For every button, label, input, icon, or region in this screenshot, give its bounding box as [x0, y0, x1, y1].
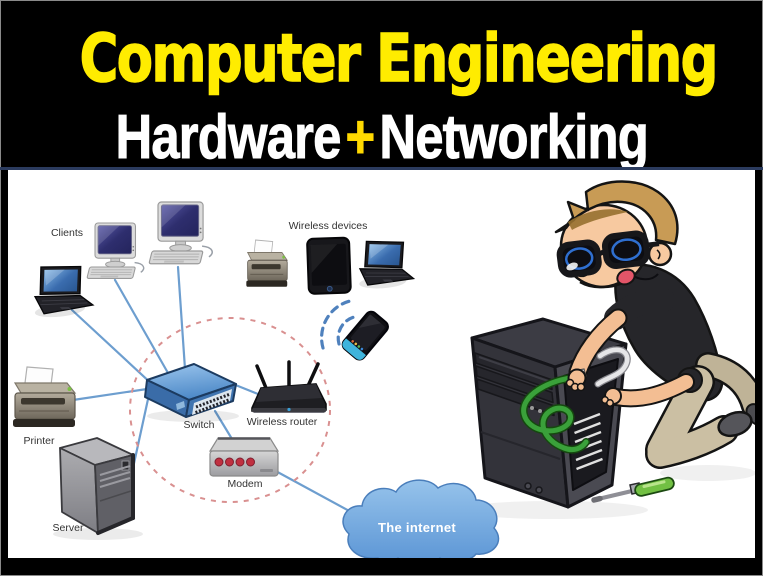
connection-line: [213, 409, 234, 441]
printer-label: Printer: [24, 435, 55, 447]
wireless-laptop-icon: [355, 237, 415, 291]
lan-boundary-ellipse: [129, 317, 331, 503]
wifi-signal-icon: [320, 299, 356, 350]
connection-line: [176, 265, 187, 371]
client-laptop-icon: [29, 261, 95, 320]
page-subtitle: Hardware+Networking: [0, 102, 763, 173]
connection-line: [131, 388, 152, 470]
server-icon: [53, 437, 143, 540]
technician-head: [554, 180, 679, 289]
wireless-printer-icon: [245, 239, 288, 288]
technician-arms: [519, 288, 703, 503]
subtitle-plus: +: [345, 103, 376, 173]
hands: [565, 368, 622, 407]
connection-line: [71, 387, 149, 402]
connection-line: [231, 382, 260, 396]
page-title: Computer Engineering: [0, 19, 763, 98]
wireless-router-label: Wireless router: [247, 416, 318, 428]
internet-label: The internet: [378, 520, 456, 535]
connection-line: [70, 308, 156, 388]
printer-icon: [12, 366, 76, 428]
header-divider: [0, 167, 763, 170]
legs: [645, 352, 755, 469]
glasses-icon: [556, 230, 660, 278]
tablet-icon: [306, 236, 352, 295]
subtitle-hardware: Hardware: [115, 103, 342, 173]
illustration-area: The internet Clients Wireless devices Sw…: [8, 170, 755, 558]
connection-line: [113, 278, 170, 375]
connection-lines: [70, 265, 366, 521]
title-text: Computer Engineering: [79, 19, 719, 98]
wireless-router-icon: [251, 360, 327, 413]
network-diagram: The internet Clients Wireless devices Sw…: [12, 180, 755, 558]
client-desktop-icon: [86, 222, 145, 280]
clients-label: Clients: [51, 227, 83, 239]
screwdriver-icon: [591, 476, 675, 503]
subtitle-networking: Networking: [379, 103, 649, 173]
smartphone-icon: [341, 310, 389, 361]
modem-label: Modem: [227, 478, 262, 490]
wireless-devices-label: Wireless devices: [289, 220, 368, 232]
tongue: [616, 268, 636, 286]
switch-label: Switch: [184, 419, 215, 431]
client-desktop-icon: [148, 201, 214, 265]
modem-icon: [208, 437, 280, 477]
switch-icon: [144, 363, 239, 422]
cloud-icon: The internet: [342, 479, 500, 558]
hair: [554, 180, 679, 246]
server-label: Server: [53, 522, 84, 534]
